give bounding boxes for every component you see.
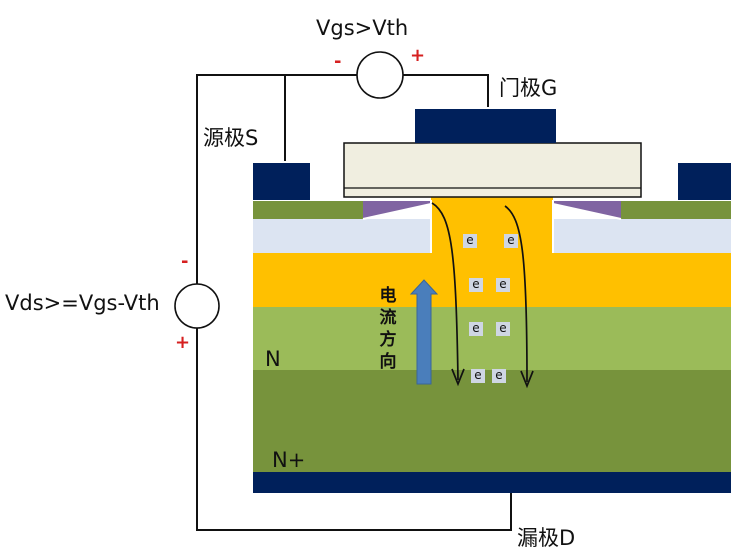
- vgs-minus-sign: -: [334, 51, 342, 72]
- current-direction-char-3: 方: [379, 330, 397, 350]
- channel-opening: [431, 197, 553, 253]
- left-p-well: [253, 201, 363, 219]
- gate-wire: [403, 74, 489, 107]
- gate-metal: [415, 109, 556, 143]
- vds-top-wire: [196, 74, 285, 285]
- current-direction-char-2: 流: [379, 308, 397, 328]
- electron-2: e: [504, 234, 518, 248]
- electron-path-right: [504, 205, 528, 383]
- right-wedge-outline: [552, 203, 622, 220]
- source-metal-right: [678, 163, 731, 200]
- vgs-plus-sign: +: [410, 45, 426, 66]
- vds-label: Vds>=Vgs-Vth: [5, 291, 160, 315]
- left-n-plus-source: [253, 219, 431, 253]
- electron-4: e: [496, 278, 510, 292]
- electron-1: e: [463, 234, 477, 248]
- electron-path-left-head: [451, 368, 465, 387]
- drain-label: 漏极D: [517, 526, 576, 550]
- channel-layer: [253, 253, 731, 307]
- drain-metal: [253, 472, 731, 493]
- vds-source-circle: [174, 283, 220, 329]
- vds-bottom-wire: [196, 328, 512, 531]
- right-p-well: [621, 201, 731, 219]
- electron-3: e: [469, 278, 483, 292]
- n-drift-dark-layer: [253, 370, 731, 472]
- left-wedge-outline: [362, 203, 432, 220]
- vgs-source-circle: [356, 51, 404, 99]
- electron-paths: [431, 202, 534, 389]
- n-region-label: N: [265, 347, 281, 371]
- electron-path-left: [431, 202, 459, 381]
- electron-path-right-head: [520, 370, 534, 389]
- source-label: 源极S: [203, 126, 259, 150]
- electron-6: e: [496, 322, 510, 336]
- right-n-plus-source: [553, 219, 731, 253]
- electron-5: e: [469, 322, 483, 336]
- current-direction-char-1: 电: [379, 286, 397, 306]
- vds-plus-sign: +: [175, 332, 191, 353]
- vgs-label: Vgs>Vth: [316, 16, 409, 40]
- vds-minus-sign: -: [181, 251, 189, 272]
- gate-label: 门极G: [499, 76, 558, 100]
- electron-8: e: [492, 369, 506, 383]
- electron-7: e: [471, 369, 485, 383]
- n-drift-light-layer: [253, 307, 731, 370]
- gate-oxide: [343, 142, 642, 198]
- current-direction-char-4: 向: [379, 352, 397, 372]
- circuit-wires: [196, 74, 512, 531]
- n-plus-region-label: N+: [272, 448, 306, 472]
- current-direction-label: 电 流 方 向: [378, 285, 398, 373]
- source-metal-left: [253, 163, 310, 200]
- current-arrow-icon: [409, 279, 439, 385]
